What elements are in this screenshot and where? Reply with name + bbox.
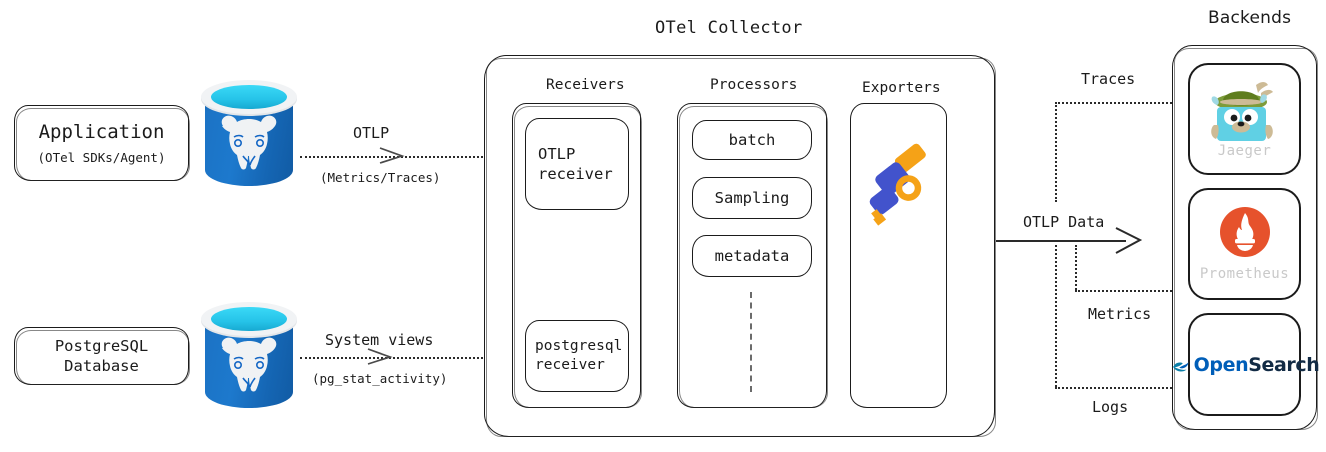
opentelemetry-telescope-icon — [869, 143, 926, 226]
branch-label-traces: Traces — [1081, 70, 1136, 88]
edge-sublabel-pg-stat: (pg_stat_activity) — [312, 371, 448, 386]
output-main-arrow-line — [996, 240, 1126, 242]
metadata-label: metadata — [714, 247, 790, 265]
elephant-glyph — [221, 337, 277, 392]
branch-metrics-vertical — [1075, 245, 1077, 290]
sampling-label: Sampling — [714, 189, 790, 207]
otlp-receiver-line2: receiver — [538, 165, 613, 183]
jaeger-caption: Jaeger — [1217, 143, 1272, 159]
branch-logs-vertical — [1055, 245, 1057, 387]
edge-label-system-views: System views — [325, 331, 434, 349]
postgresql-label: PostgreSQL — [54, 337, 149, 355]
branch-traces-vertical — [1055, 102, 1057, 202]
application-label: Application — [38, 121, 165, 143]
source-application-box[interactable]: Application (OTel SDKs/Agent) — [14, 105, 190, 181]
postgresql-cylinder-icon-app — [199, 78, 299, 196]
branch-label-logs: Logs — [1092, 398, 1129, 416]
exporters-heading: Exporters — [862, 80, 941, 96]
prometheus-caption: Prometheus — [1199, 266, 1290, 282]
source-postgresql-box[interactable]: PostgreSQL Database — [14, 327, 190, 385]
backend-opensearch[interactable]: OpenSearch — [1172, 313, 1320, 416]
node-postgresql-receiver[interactable]: postgresql receiver — [525, 320, 629, 392]
prometheus-torch-icon — [1219, 207, 1270, 257]
backends-title: Backends — [1208, 8, 1292, 28]
batch-label: batch — [728, 131, 776, 149]
edge-application-to-collector — [300, 156, 515, 158]
output-main-label: OTLP Data — [1023, 213, 1105, 231]
arrowhead-otlp-icon — [379, 147, 405, 164]
postgresql-receiver-line1: postgresql — [535, 338, 623, 354]
jaeger-gopher-icon — [1210, 82, 1273, 141]
opensearch-logo-icon — [1172, 361, 1188, 371]
edge-label-otlp: OTLP — [353, 124, 390, 142]
otlp-receiver-line1: OTLP — [538, 145, 576, 163]
application-sublabel: (OTel SDKs/Agent) — [37, 150, 166, 165]
postgresql-sublabel: Database — [64, 357, 139, 375]
backend-prometheus[interactable]: Prometheus — [1188, 188, 1301, 300]
processors-heading: Processors — [710, 77, 798, 93]
opensearch-caption: OpenSearch — [1194, 354, 1320, 376]
opensearch-caption-search: Search — [1248, 353, 1320, 376]
branch-label-metrics: Metrics — [1088, 305, 1152, 323]
node-batch[interactable]: batch — [692, 120, 812, 160]
arrowhead-otlp-data-icon — [1115, 227, 1143, 254]
elephant-glyph — [221, 115, 277, 170]
arrowhead-system-views-icon — [367, 348, 393, 365]
processors-continuation-line — [750, 292, 752, 392]
collector-title: OTel Collector — [655, 18, 803, 38]
branch-traces-horizontal — [1055, 102, 1175, 104]
branch-metrics-horizontal — [1075, 290, 1175, 292]
node-sampling[interactable]: Sampling — [692, 177, 812, 219]
edge-postgresql-to-collector — [300, 357, 515, 359]
postgresql-cylinder-icon-db — [199, 300, 299, 418]
postgresql-receiver-line2: receiver — [535, 357, 605, 373]
node-metadata[interactable]: metadata — [692, 235, 812, 277]
backend-jaeger[interactable]: Jaeger — [1188, 63, 1301, 175]
opensearch-caption-open: Open — [1193, 353, 1249, 376]
exporters-column[interactable] — [850, 103, 947, 408]
edge-sublabel-otlp: (Metrics/Traces) — [320, 170, 441, 185]
node-otlp-receiver[interactable]: OTLP receiver — [525, 118, 629, 210]
receivers-heading: Receivers — [546, 77, 625, 93]
branch-logs-horizontal — [1055, 387, 1175, 389]
